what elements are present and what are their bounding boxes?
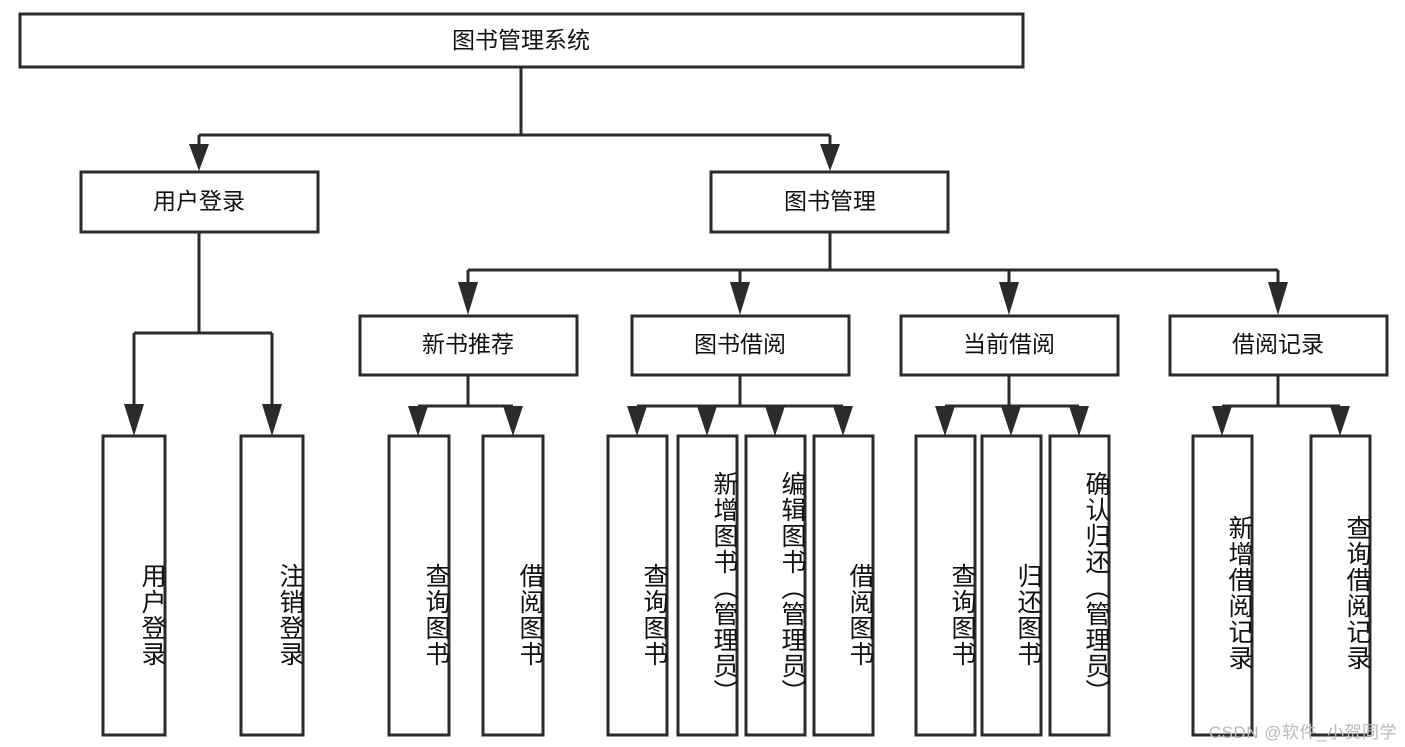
node-box-leaf-borrow-book-2[interactable] bbox=[812, 434, 875, 737]
node-box-new-book-recommend[interactable] bbox=[358, 314, 579, 377]
connector-group-root bbox=[189, 67, 840, 171]
arrow-head-book-borrow bbox=[730, 282, 750, 315]
node-label-new-book-recommend: 新书推荐 bbox=[422, 331, 514, 357]
node-label-book-borrow: 图书借阅 bbox=[694, 331, 786, 357]
arrow-head-leaf-add-book bbox=[697, 406, 717, 436]
arrow-head-leaf-confirm-return bbox=[1069, 406, 1089, 436]
arrow-head-leaf-edit-book bbox=[765, 406, 785, 436]
node-box-root[interactable] bbox=[18, 12, 1025, 69]
arrow-head-leaf-borrow-book-1 bbox=[503, 406, 523, 436]
connector-group-new-book-recommend bbox=[408, 375, 523, 436]
arrow-head-leaf-user-logout bbox=[262, 404, 282, 436]
node-box-leaf-add-record[interactable] bbox=[1191, 434, 1254, 737]
arrow-head-borrow-record bbox=[1268, 282, 1288, 315]
node-box-leaf-user-logout[interactable] bbox=[239, 434, 305, 737]
node-box-leaf-query-book-1[interactable] bbox=[387, 434, 451, 737]
node-box-leaf-borrow-book-1[interactable] bbox=[481, 434, 545, 737]
node-label-book-management: 图书管理 bbox=[784, 188, 876, 214]
arrow-head-leaf-add-record bbox=[1212, 406, 1232, 436]
connector-group-current-borrow bbox=[935, 375, 1089, 436]
connector-group-user-login bbox=[124, 232, 282, 436]
node-box-leaf-add-book[interactable] bbox=[676, 434, 739, 737]
node-label-user-login: 用户登录 bbox=[153, 188, 245, 214]
node-box-leaf-query-book-3[interactable] bbox=[914, 434, 977, 737]
arrow-head-leaf-user-login bbox=[124, 404, 144, 436]
arrow-head-book-management bbox=[820, 144, 840, 171]
arrow-head-user-login bbox=[189, 144, 209, 171]
arrow-head-current-borrow bbox=[999, 282, 1019, 315]
node-box-leaf-return-book[interactable] bbox=[980, 434, 1043, 737]
node-label-borrow-record: 借阅记录 bbox=[1232, 331, 1324, 357]
node-box-leaf-query-record[interactable] bbox=[1309, 434, 1372, 737]
arrow-head-leaf-query-record bbox=[1330, 406, 1350, 436]
arrow-head-leaf-query-book-1 bbox=[408, 406, 428, 436]
arrow-head-leaf-query-book-3 bbox=[935, 406, 955, 436]
node-label-root: 图书管理系统 bbox=[452, 27, 590, 53]
watermark-text: CSDN @软件_小贺同学 bbox=[1208, 723, 1397, 742]
node-box-book-management[interactable] bbox=[709, 170, 950, 234]
node-box-leaf-edit-book[interactable] bbox=[744, 434, 807, 737]
node-box-leaf-query-book-2[interactable] bbox=[606, 434, 669, 737]
connector-group-book-management bbox=[458, 232, 1288, 315]
node-box-leaf-user-login[interactable] bbox=[101, 434, 167, 737]
connector-group-book-borrow bbox=[627, 375, 853, 436]
arrow-head-new-book-recommend bbox=[458, 282, 478, 315]
node-label-current-borrow: 当前借阅 bbox=[963, 331, 1055, 357]
node-box-book-borrow[interactable] bbox=[630, 314, 851, 377]
node-box-current-borrow[interactable] bbox=[899, 314, 1120, 377]
arrow-head-leaf-query-book-2 bbox=[627, 406, 647, 436]
node-box-leaf-confirm-return[interactable] bbox=[1048, 434, 1111, 737]
arrow-head-leaf-return-book bbox=[1001, 406, 1021, 436]
node-box-borrow-record[interactable] bbox=[1168, 314, 1389, 377]
connector-group-borrow-record bbox=[1212, 375, 1350, 436]
node-box-user-login[interactable] bbox=[79, 170, 320, 234]
arrow-head-leaf-borrow-book-2 bbox=[833, 406, 853, 436]
